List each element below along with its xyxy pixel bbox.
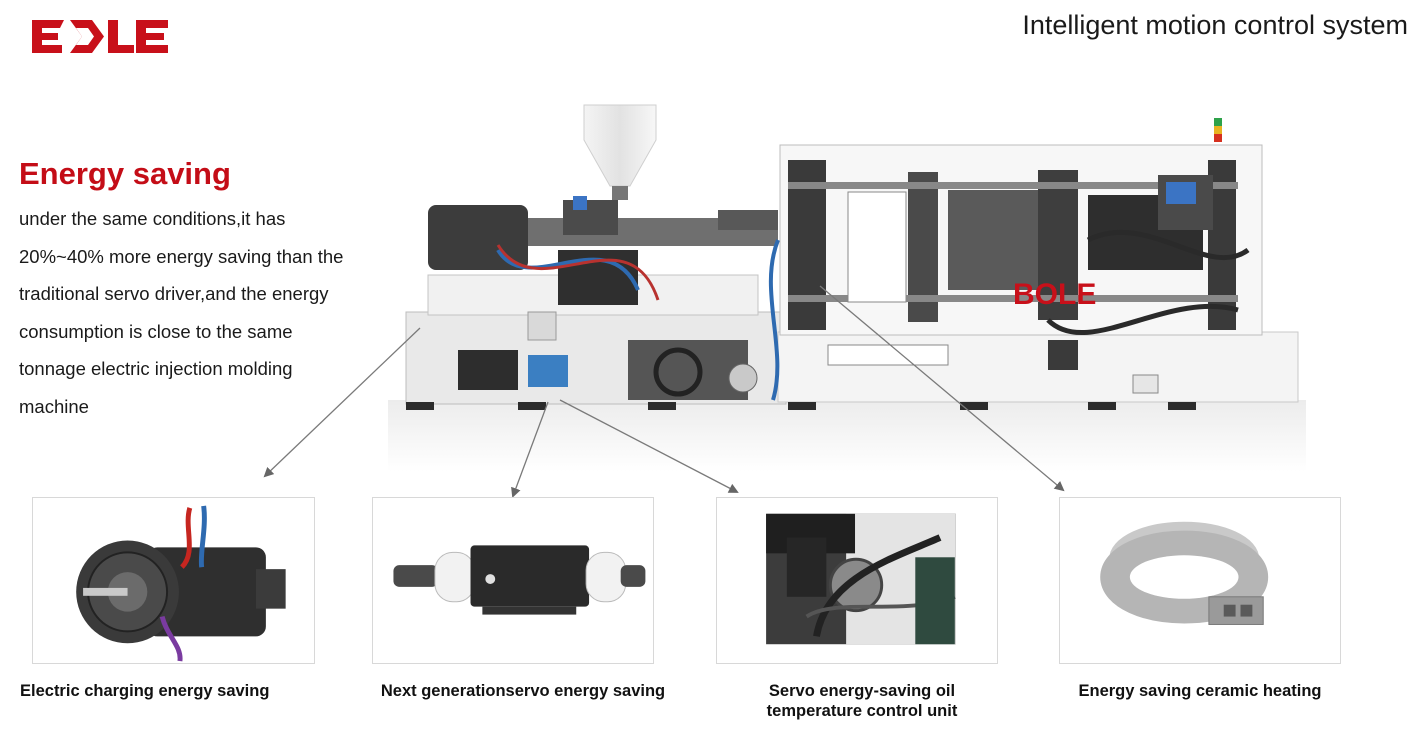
injection-molding-machine-image: BOLE bbox=[388, 100, 1306, 472]
servo-pump-photo bbox=[393, 545, 646, 615]
component-card-ceramic-heating bbox=[1059, 497, 1341, 664]
caption-ceramic-heating: Energy saving ceramic heating bbox=[1078, 682, 1322, 700]
page-title: Intelligent motion control system bbox=[1022, 10, 1408, 40]
machine-logo: BOLE bbox=[1013, 278, 1096, 311]
caption-oil-temperature: Servo energy-saving oil temperature cont… bbox=[766, 682, 958, 720]
component-card-servo-energy bbox=[372, 497, 654, 664]
component-card-electric-charging bbox=[32, 497, 315, 664]
oil-temperature-unit-photo bbox=[766, 513, 956, 645]
caption-servo-energy: Next generationservo energy saving bbox=[380, 682, 666, 700]
feature-description: under the same conditions,it has 20%~40%… bbox=[19, 208, 344, 417]
servo-motor-photo bbox=[76, 505, 286, 662]
ceramic-heater-band-photo bbox=[1100, 521, 1269, 625]
brand-logo bbox=[30, 10, 170, 58]
component-card-oil-temperature bbox=[716, 497, 998, 664]
feature-heading: Energy saving bbox=[19, 156, 231, 191]
caption-electric-charging: Electric charging energy saving bbox=[20, 682, 270, 700]
